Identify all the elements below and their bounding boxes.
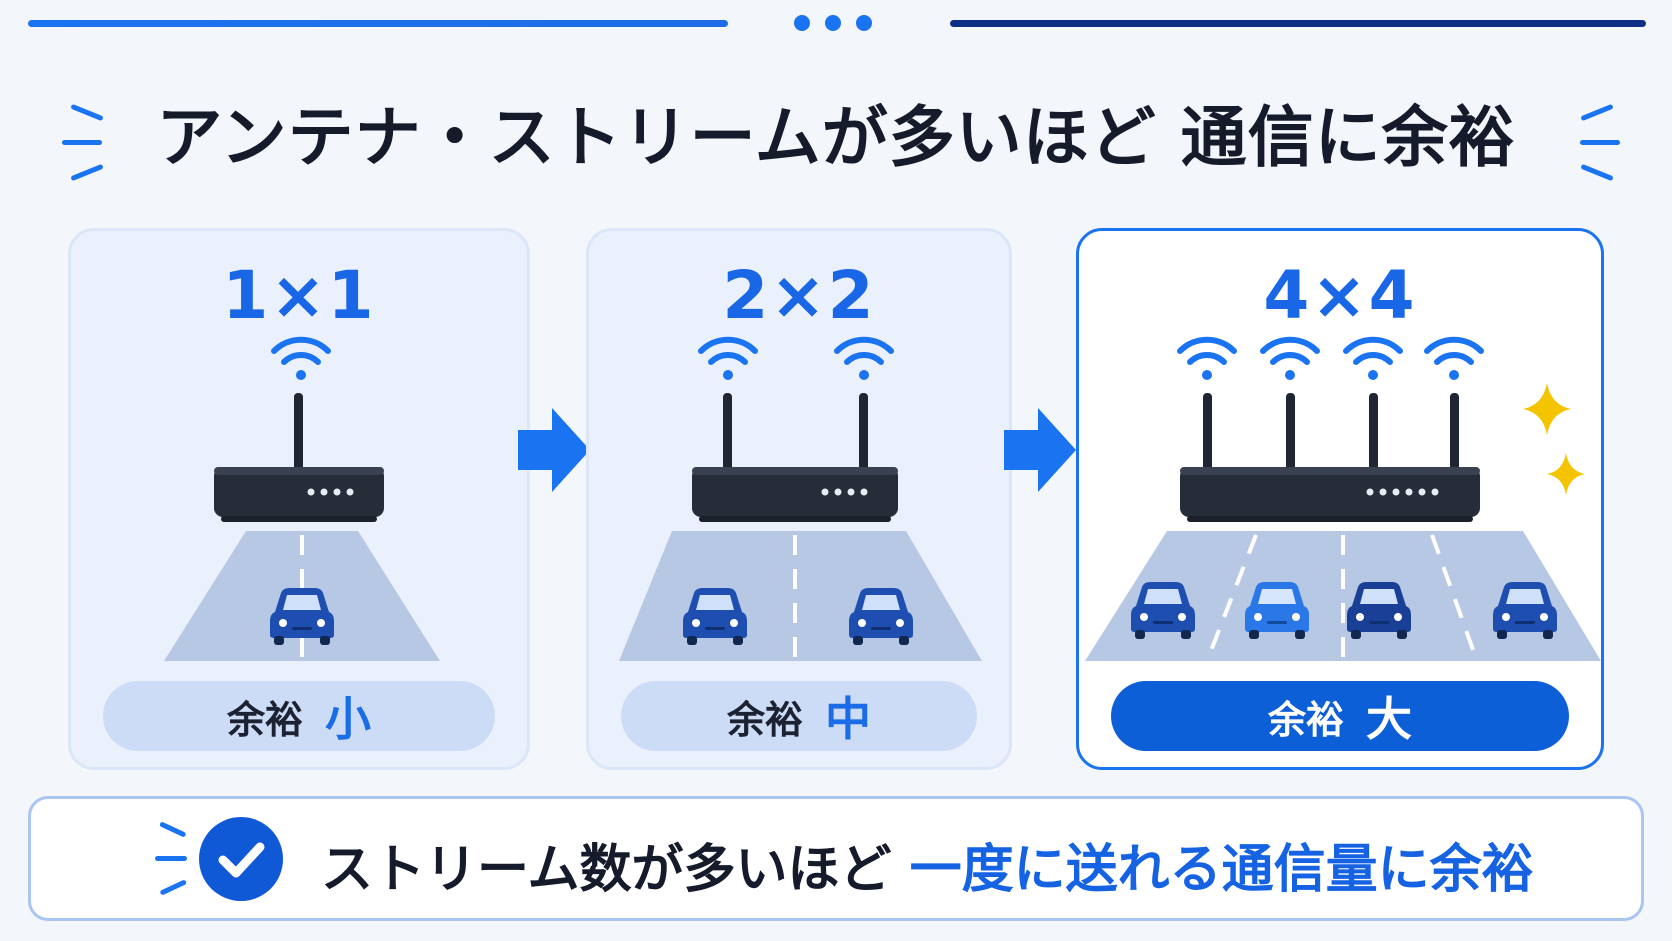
margin-value: 大	[1366, 692, 1412, 746]
car-icon	[1245, 582, 1309, 639]
wifi-icon	[1177, 336, 1237, 380]
sparkle-icon	[1547, 453, 1585, 495]
wifi-icon	[834, 336, 894, 380]
top-dots	[794, 15, 872, 31]
card-4x4: 4×4	[1076, 228, 1604, 770]
road-4-lane	[1085, 531, 1601, 662]
mimo-label: 1×1	[222, 257, 376, 334]
arrow-right-icon	[518, 408, 590, 492]
road-1-lane	[164, 531, 440, 661]
sparkle-icon	[1523, 383, 1571, 435]
summary-prefix: ストリーム数が多いほど	[321, 840, 892, 900]
arrow-right-icon	[1004, 408, 1076, 492]
margin-label: 余裕	[226, 697, 303, 742]
car-icon	[1131, 582, 1195, 639]
margin-pill: 余裕 小	[103, 681, 495, 751]
card-1x1: 1×1 余裕 小	[68, 228, 530, 770]
car-icon	[1347, 582, 1411, 639]
router-icon	[214, 336, 384, 522]
summary-emphasis: 一度に送れる通信量に余裕	[909, 840, 1534, 900]
check-icon	[199, 817, 283, 901]
car-icon	[849, 588, 913, 645]
margin-pill: 余裕 大	[1111, 681, 1569, 751]
router-icon	[1177, 336, 1585, 522]
page-title: アンテナ・ストリームが多いほど 通信に余裕	[156, 99, 1516, 176]
summary-text: ストリーム数が多いほど 一度に送れる通信量に余裕	[321, 827, 1534, 902]
margin-pill: 余裕 中	[621, 681, 977, 751]
summary-burst-icon	[155, 822, 187, 895]
wifi-icon	[271, 336, 331, 380]
road-2-lane	[619, 531, 982, 661]
car-icon	[270, 588, 334, 645]
car-icon	[683, 588, 747, 645]
wifi-icon	[698, 336, 758, 380]
mimo-label: 4×4	[1263, 257, 1417, 334]
wifi-icon	[1424, 336, 1484, 380]
margin-label: 余裕	[726, 697, 803, 742]
mimo-label: 2×2	[722, 257, 876, 334]
wifi-icon	[1260, 336, 1320, 380]
margin-value: 小	[325, 692, 371, 746]
car-icon	[1493, 582, 1557, 639]
margin-label: 余裕	[1267, 697, 1344, 742]
card-2x2: 2×2	[586, 228, 1012, 770]
router-icon	[692, 336, 898, 522]
summary-box: ストリーム数が多いほど 一度に送れる通信量に余裕	[28, 796, 1644, 921]
margin-value: 中	[825, 692, 871, 746]
top-divider-right	[950, 20, 1646, 27]
top-divider-left	[28, 20, 728, 27]
wifi-icon	[1343, 336, 1403, 380]
